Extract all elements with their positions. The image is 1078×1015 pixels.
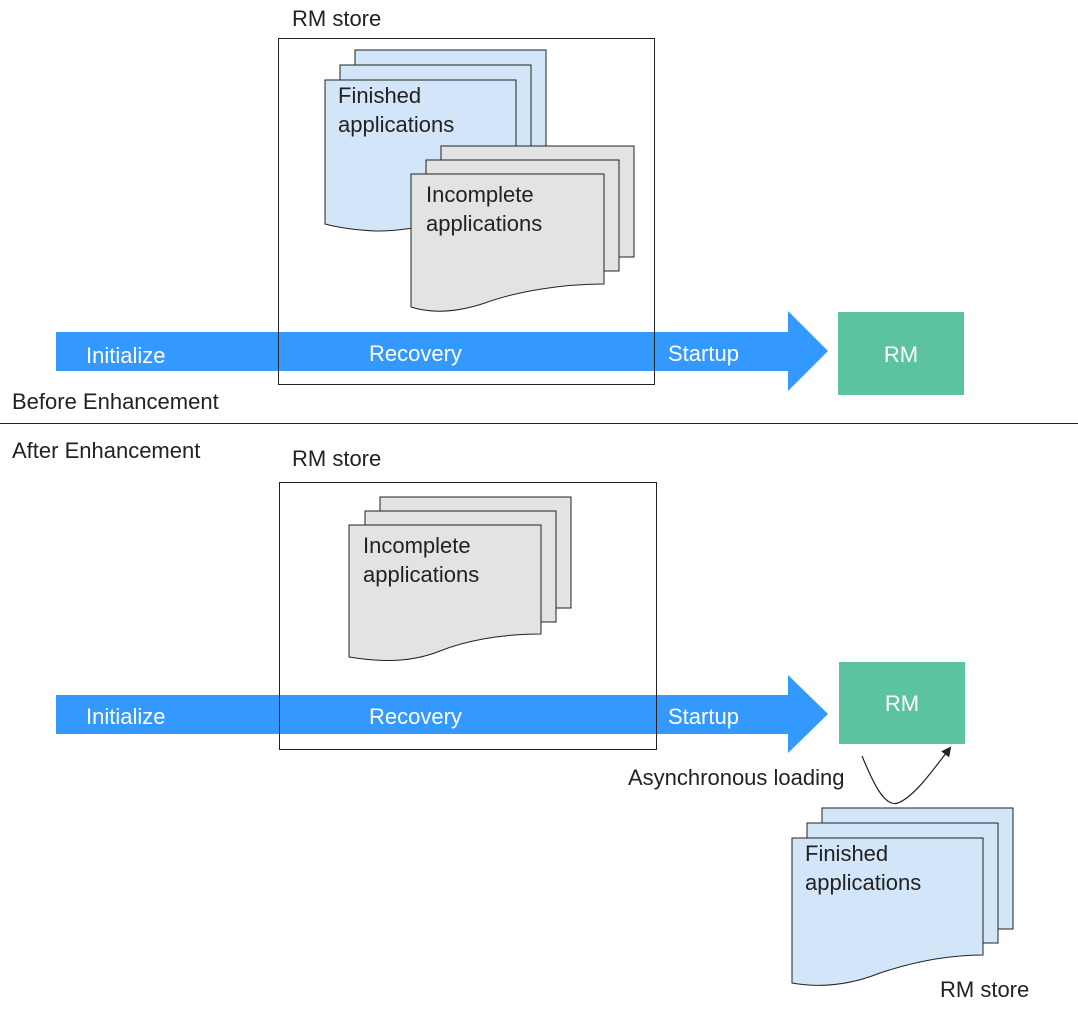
incomplete-doc-stack-before: Incomplete applications xyxy=(410,145,635,312)
flow-arrow-before xyxy=(56,311,828,391)
recovery-label-before: Recovery xyxy=(369,341,462,366)
startup-label-after: Startup xyxy=(668,704,739,729)
external-rm-store-label: RM store xyxy=(940,977,1029,1002)
initialize-label-before: Initialize xyxy=(86,343,165,368)
finished-doc-stack-after: Finished applications xyxy=(791,807,1014,986)
rm-store-box-before xyxy=(278,38,655,385)
after-section-label: After Enhancement xyxy=(12,438,200,463)
async-loading-label: Asynchronous loading xyxy=(628,765,844,790)
initialize-label-after: Initialize xyxy=(86,704,165,729)
rm-store-label-after: RM store xyxy=(292,446,381,471)
startup-label-before: Startup xyxy=(668,341,739,366)
after-section: After Enhancement RM store Incomplete ap… xyxy=(12,438,1029,1002)
rm-label-after: RM xyxy=(885,691,919,716)
rm-box-before xyxy=(838,312,964,395)
incomplete-doc-text-before: Incomplete applications xyxy=(426,182,542,236)
flow-arrow-after xyxy=(56,675,828,753)
before-section: RM store Finished applications Incomplet… xyxy=(12,6,964,414)
rm-store-box-after xyxy=(279,482,657,750)
finished-doc-stack-before: Finished applications xyxy=(324,49,547,232)
rm-label-before: RM xyxy=(884,342,918,367)
finished-doc-text-before: Finished applications xyxy=(338,83,454,137)
rm-box-after xyxy=(839,662,965,744)
incomplete-doc-text-after: Incomplete applications xyxy=(363,533,479,587)
async-loading-arrow xyxy=(861,746,952,805)
incomplete-doc-stack-after: Incomplete applications xyxy=(348,496,572,662)
before-section-label: Before Enhancement xyxy=(12,389,219,414)
finished-doc-text-after: Finished applications xyxy=(805,841,921,895)
rm-store-label-before: RM store xyxy=(292,6,381,31)
recovery-label-after: Recovery xyxy=(369,704,462,729)
